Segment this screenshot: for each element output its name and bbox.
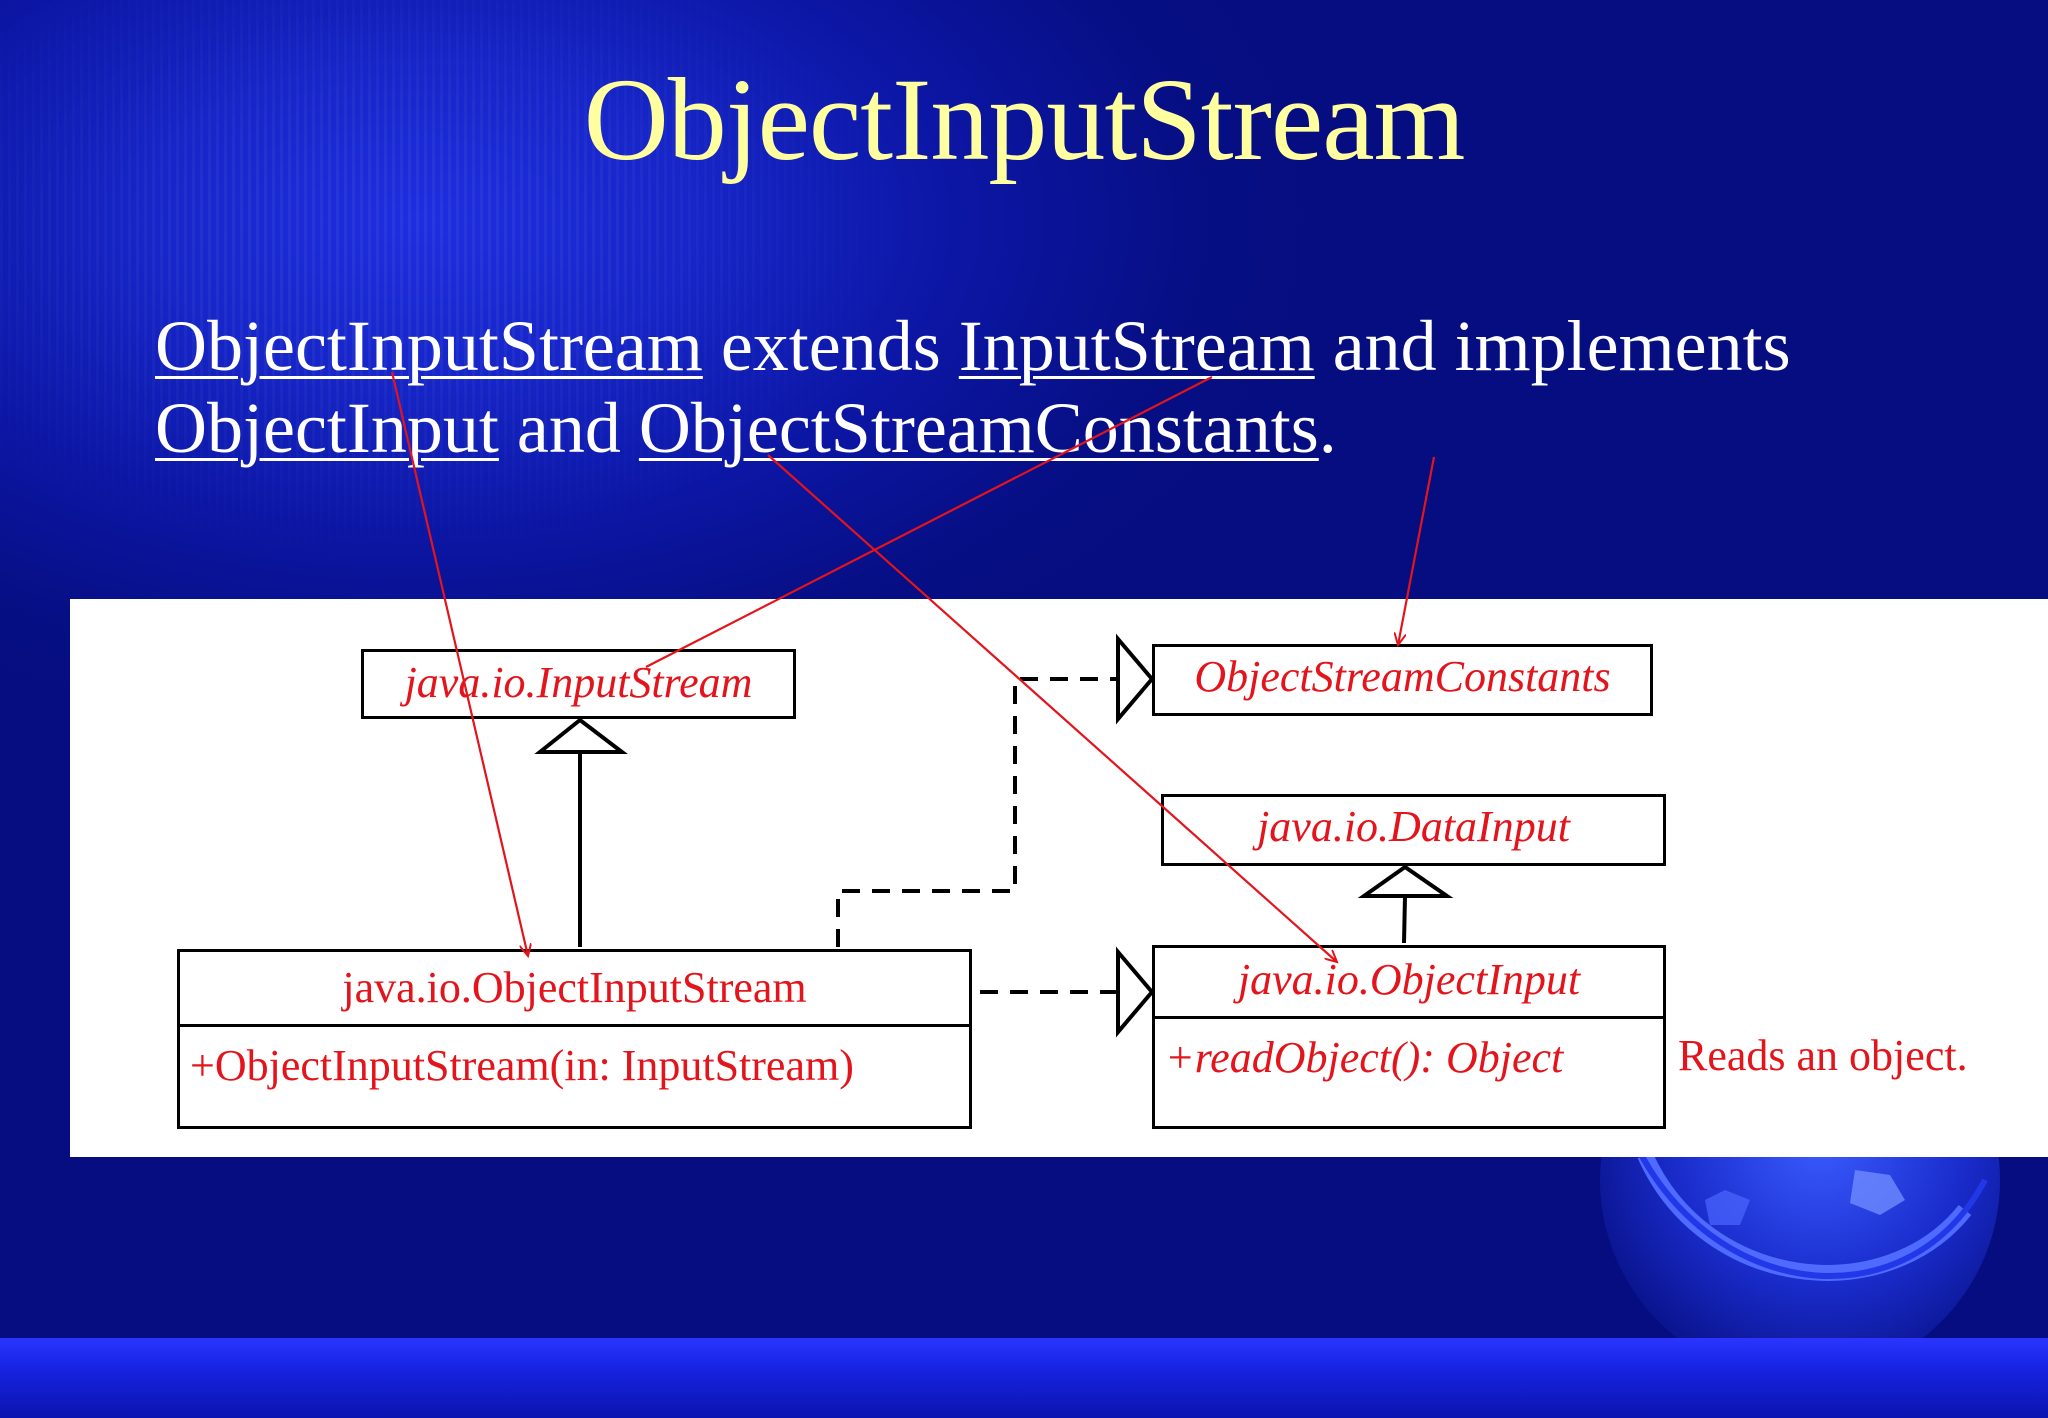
- input-stream-link[interactable]: InputStream: [958, 306, 1315, 386]
- interface-name-object-stream-constants: ObjectStreamConstants: [1194, 652, 1611, 701]
- annotation-arrow-object-input: [767, 454, 1337, 962]
- class-name-input-stream: java.io.InputStream: [404, 658, 753, 707]
- annotation-arrow-object-stream-constants: [1398, 456, 1436, 645]
- annotation-arrows: [390, 371, 1436, 962]
- class-compartment-divider: [180, 1024, 969, 1027]
- class-box-object-input-stream: java.io.ObjectInputStream +ObjectInputSt…: [177, 949, 972, 1129]
- description-text: and implements: [1314, 306, 1791, 386]
- realization-arrow-object-input: [980, 946, 1155, 1038]
- description-text: and: [498, 388, 639, 468]
- interface-box-object-stream-constants: ObjectStreamConstants: [1152, 644, 1653, 716]
- interface-box-data-input: java.io.DataInput: [1161, 794, 1666, 866]
- object-stream-constants-link[interactable]: ObjectStreamConstants: [638, 388, 1319, 468]
- inheritance-arrow-input-stream: [534, 717, 628, 947]
- slide-title: ObjectInputStream: [583, 54, 1466, 185]
- class-box-input-stream: java.io.InputStream: [361, 649, 796, 719]
- constructor-signature: +ObjectInputStream(in: InputStream): [190, 1041, 854, 1090]
- description-text: extends: [702, 306, 959, 386]
- footer-bar: [0, 1338, 2048, 1418]
- interface-compartment-divider: [1155, 1016, 1663, 1019]
- realization-arrow-object-stream-constants: [836, 633, 1155, 947]
- method-signature: +readObject(): Object: [1165, 1033, 1564, 1082]
- object-input-link[interactable]: ObjectInput: [155, 388, 499, 468]
- inheritance-arrow-data-input: [1357, 864, 1454, 944]
- interface-name-data-input: java.io.DataInput: [1257, 802, 1570, 851]
- description-text: .: [1318, 388, 1337, 468]
- class-name-object-input-stream: java.io.ObjectInputStream: [342, 963, 807, 1012]
- annotation-arrow-input-stream: [645, 376, 1213, 668]
- interface-box-object-input: java.io.ObjectInput +readObject(): Objec…: [1152, 945, 1666, 1129]
- annotation-arrow-object-input-stream: [390, 371, 528, 956]
- object-input-stream-link[interactable]: ObjectInputStream: [155, 306, 703, 386]
- background-stripes: [0, 0, 1100, 600]
- interface-name-object-input: java.io.ObjectInput: [1237, 955, 1581, 1004]
- slide-description: ObjectInputStream extends InputStream an…: [155, 305, 1955, 469]
- method-note: Reads an object.: [1678, 1031, 1968, 1080]
